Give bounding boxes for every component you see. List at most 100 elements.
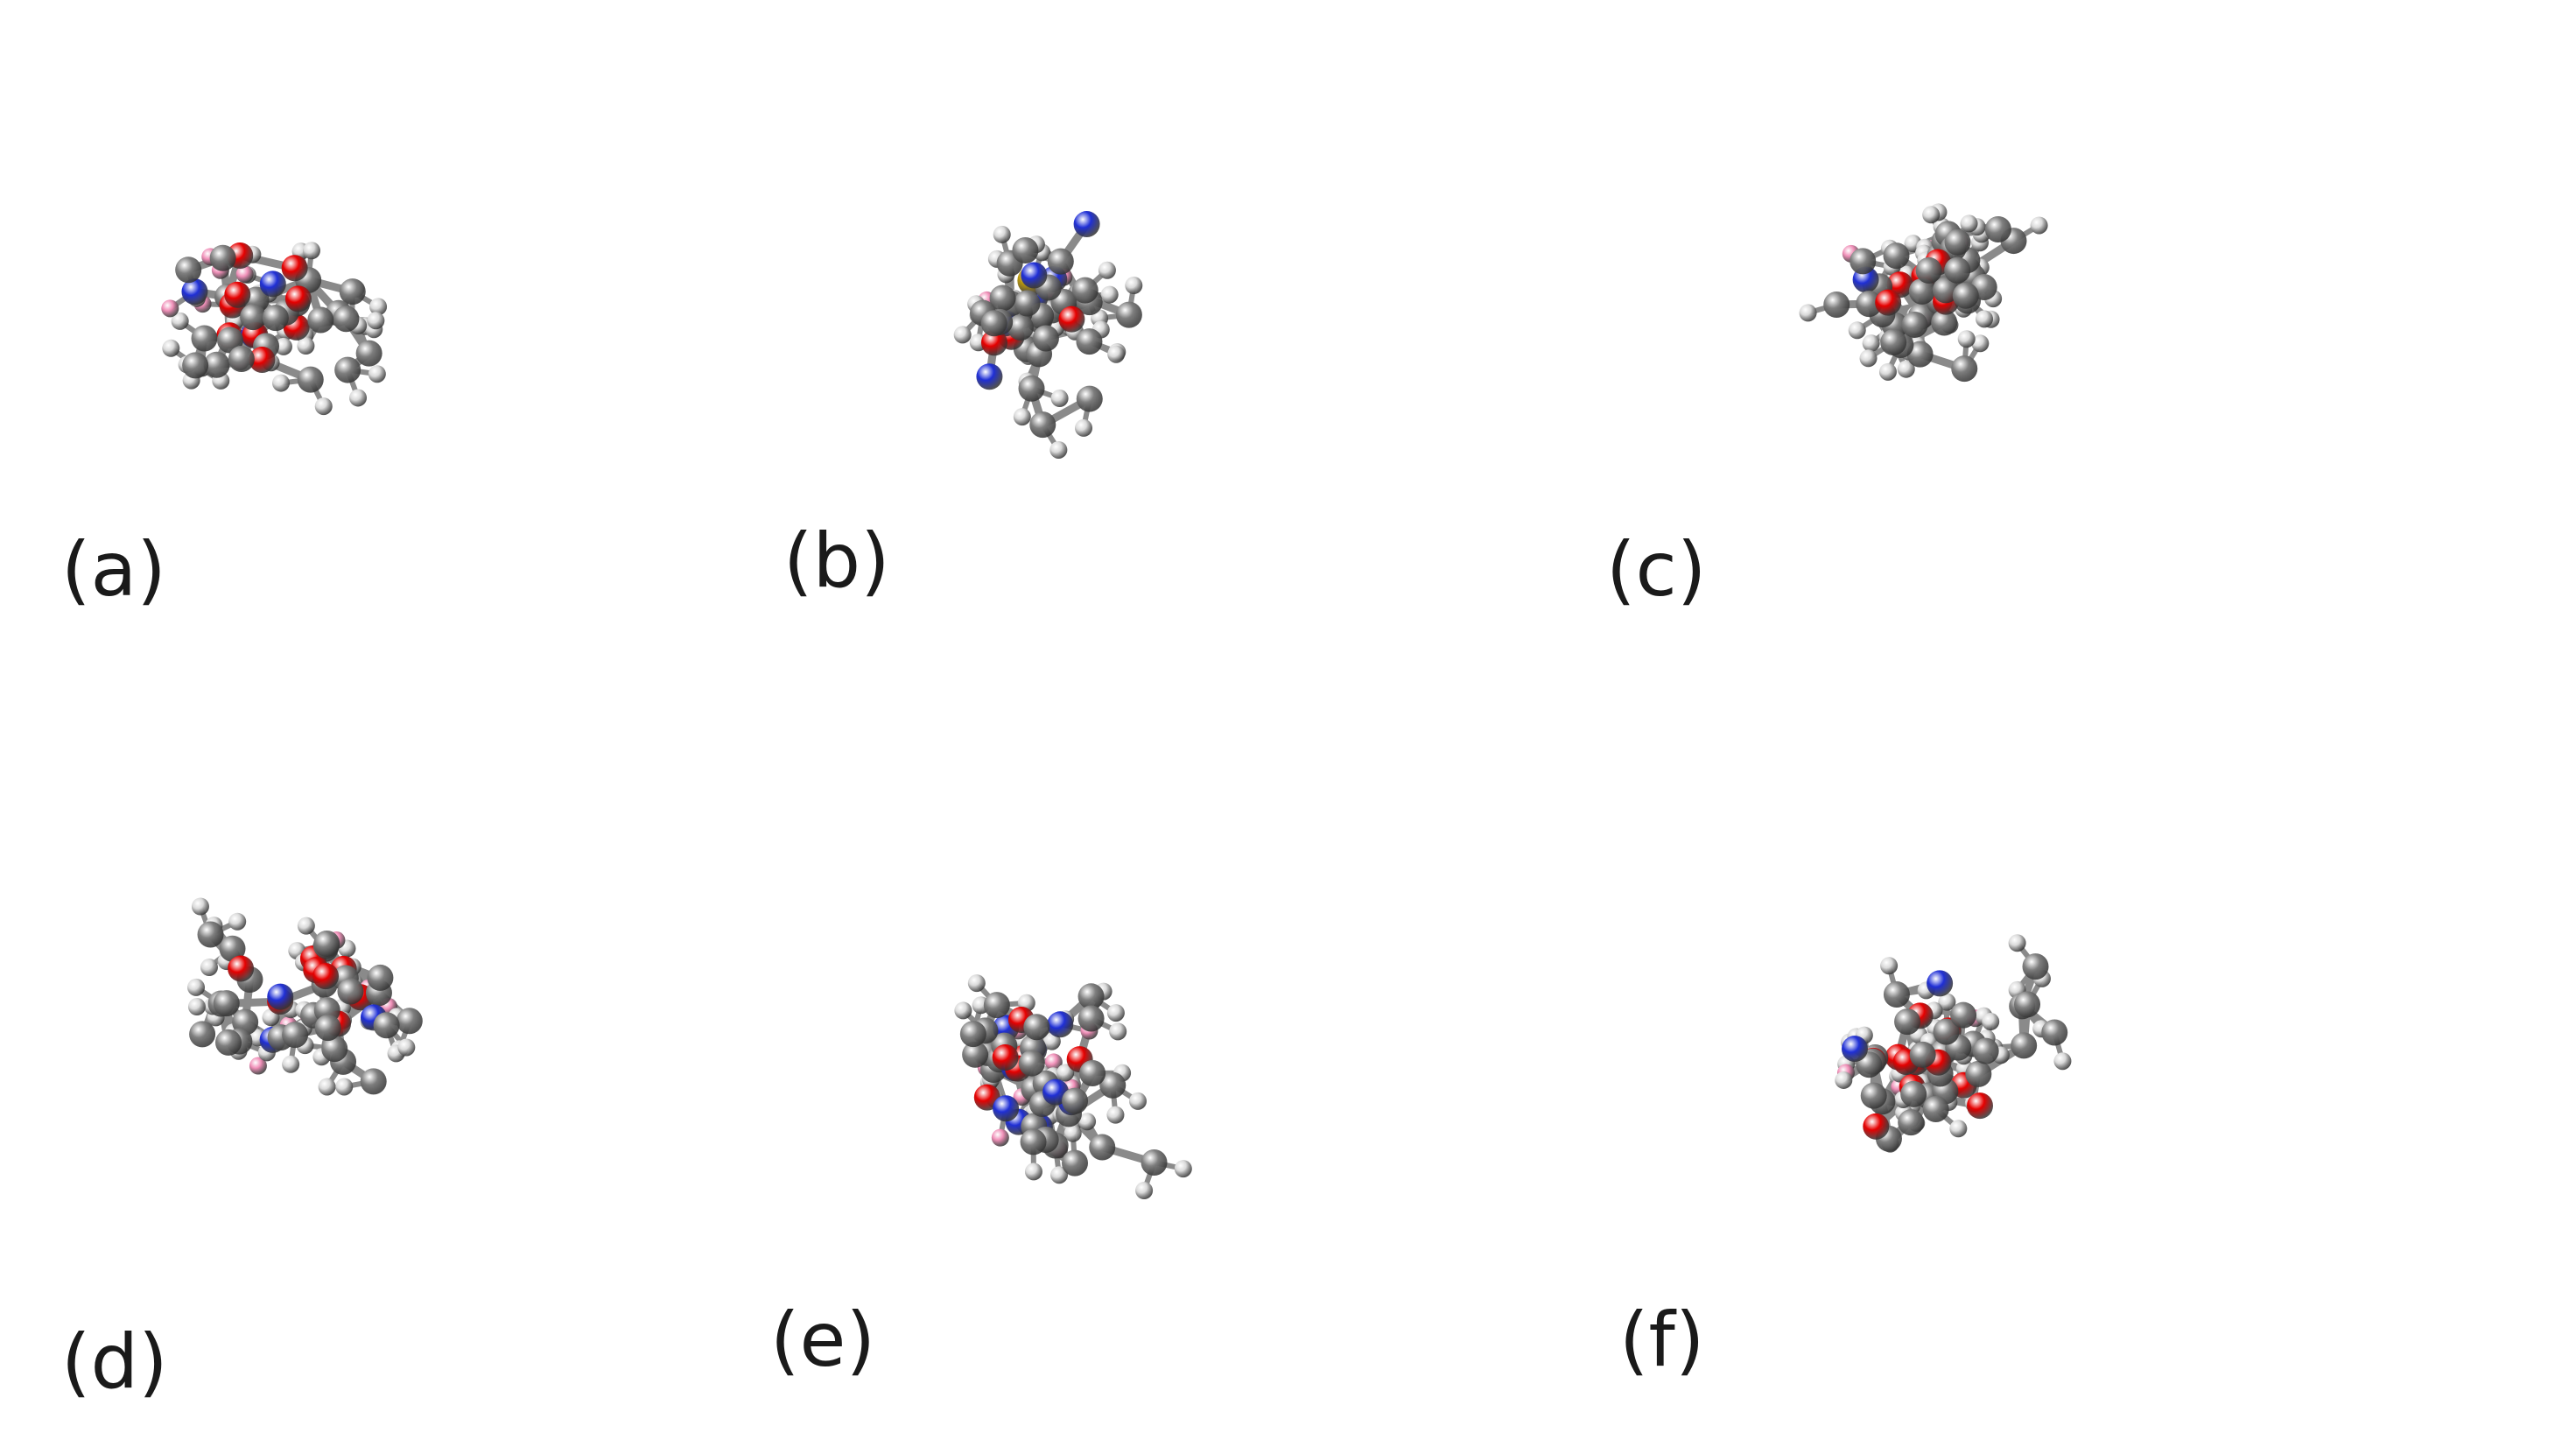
atom-carbon — [1076, 328, 1103, 355]
atom-hydrogen — [1922, 206, 1941, 224]
atom-carbon — [1951, 355, 1978, 383]
atom-hydrogen — [1848, 321, 1866, 340]
atom-hydrogen — [1862, 334, 1880, 353]
atom-carbon — [339, 278, 366, 306]
atom-hydrogen — [397, 1038, 416, 1057]
atom-carbon — [989, 284, 1016, 312]
atom-carbon — [1077, 1005, 1105, 1032]
atom-polar_h — [991, 1128, 1009, 1147]
atom-hydrogen — [1975, 310, 1993, 328]
atom-polar_h — [1044, 1053, 1063, 1071]
atom-carbon — [1984, 215, 2011, 242]
atom-oxygen — [1058, 306, 1085, 333]
atom-carbon — [1062, 1087, 1089, 1114]
atom-carbon — [1932, 277, 1959, 304]
atom-carbon — [1901, 311, 1928, 338]
atom-hydrogen — [302, 242, 320, 260]
atom-carbon — [1099, 1071, 1127, 1099]
atom-hydrogen — [1859, 349, 1878, 368]
atom-nitrogen — [181, 278, 208, 306]
atom-carbon — [1062, 1149, 1089, 1177]
atom-carbon — [1909, 1041, 1936, 1068]
atom-carbon — [1931, 309, 1958, 336]
atom-carbon — [1089, 1134, 1116, 1161]
atom-carbon — [367, 964, 394, 991]
atom-carbon — [2041, 1019, 2068, 1046]
atom-hydrogen — [967, 974, 986, 993]
atom-hydrogen — [1109, 1022, 1127, 1041]
atom-hydrogen — [367, 312, 385, 330]
atom-nitrogen — [259, 270, 286, 298]
atom-hydrogen — [162, 339, 180, 357]
atom-nitrogen — [1927, 970, 1954, 997]
atom-hydrogen — [1050, 1166, 1069, 1184]
atom-hydrogen — [1128, 1092, 1147, 1110]
atom-hydrogen — [271, 374, 290, 392]
atom-nitrogen — [993, 1095, 1020, 1122]
atom-hydrogen — [171, 312, 189, 330]
atom-carbon — [1077, 983, 1105, 1010]
atom-polar_h — [235, 265, 254, 284]
atom-hydrogen — [349, 389, 368, 407]
atom-hydrogen — [1880, 957, 1899, 975]
atom-hydrogen — [2008, 934, 2026, 952]
atom-carbon — [262, 305, 289, 332]
atom-carbon — [1883, 242, 1910, 270]
atom-hydrogen — [335, 1078, 354, 1096]
atom-oxygen — [992, 1044, 1019, 1071]
atom-carbon — [240, 304, 267, 331]
atom-oxygen — [1863, 1113, 1890, 1140]
atom-carbon — [214, 1029, 242, 1056]
atom-nitrogen — [267, 983, 294, 1010]
atom-hydrogen — [191, 897, 209, 916]
atom-carbon — [962, 1041, 989, 1068]
atom-carbon — [2011, 1032, 2038, 1059]
atom-carbon — [1944, 228, 1971, 256]
atom-hydrogen — [1106, 1004, 1125, 1022]
atom-carbon — [209, 244, 236, 271]
panel-b-molecule — [953, 211, 1143, 459]
atom-carbon — [1915, 256, 1942, 284]
panel-label-c: (c) — [1606, 526, 1706, 614]
atom-oxygen — [228, 955, 255, 982]
atom-nitrogen — [1073, 211, 1100, 238]
atom-hydrogen — [1078, 1113, 1097, 1131]
atom-carbon — [1883, 981, 1910, 1008]
atom-polar_h — [249, 1057, 267, 1075]
atom-carbon — [373, 1012, 400, 1039]
atom-hydrogen — [1960, 214, 1978, 233]
atom-carbon — [321, 1036, 348, 1063]
atom-carbon — [1023, 1014, 1050, 1041]
atom-carbon — [355, 340, 383, 367]
atom-hydrogen — [1056, 1064, 1075, 1082]
atom-oxygen — [224, 281, 251, 308]
atom-hydrogen — [369, 298, 388, 316]
atom-hydrogen — [1024, 1163, 1042, 1181]
atom-carbon — [313, 930, 340, 957]
atom-nitrogen — [1841, 1036, 1868, 1063]
atom-hydrogen — [318, 1078, 336, 1096]
atom-carbon — [1007, 313, 1034, 341]
atom-hydrogen — [1135, 1182, 1154, 1200]
atom-carbon — [1076, 385, 1103, 412]
atom-carbon — [1894, 1008, 1921, 1036]
atom-carbon — [1032, 325, 1059, 352]
atom-carbon — [1933, 1018, 1960, 1045]
atom-oxygen — [1966, 1092, 1993, 1120]
atom-carbon — [1012, 237, 1039, 264]
atom-carbon — [334, 356, 361, 383]
atom-carbon — [175, 256, 202, 284]
atom-hydrogen — [282, 1055, 300, 1073]
atom-hydrogen — [1075, 418, 1093, 437]
atom-carbon — [1020, 1128, 1047, 1156]
atom-hydrogen — [1982, 1013, 2000, 1031]
atom-hydrogen — [297, 337, 315, 355]
atom-hydrogen — [368, 365, 386, 383]
panel-e-molecule — [954, 974, 1192, 1200]
panel-c-molecule — [1799, 203, 2048, 383]
atom-carbon — [228, 346, 255, 373]
atom-carbon — [1823, 291, 1850, 318]
atom-polar_h — [161, 299, 179, 318]
atom-carbon — [1952, 282, 1979, 309]
